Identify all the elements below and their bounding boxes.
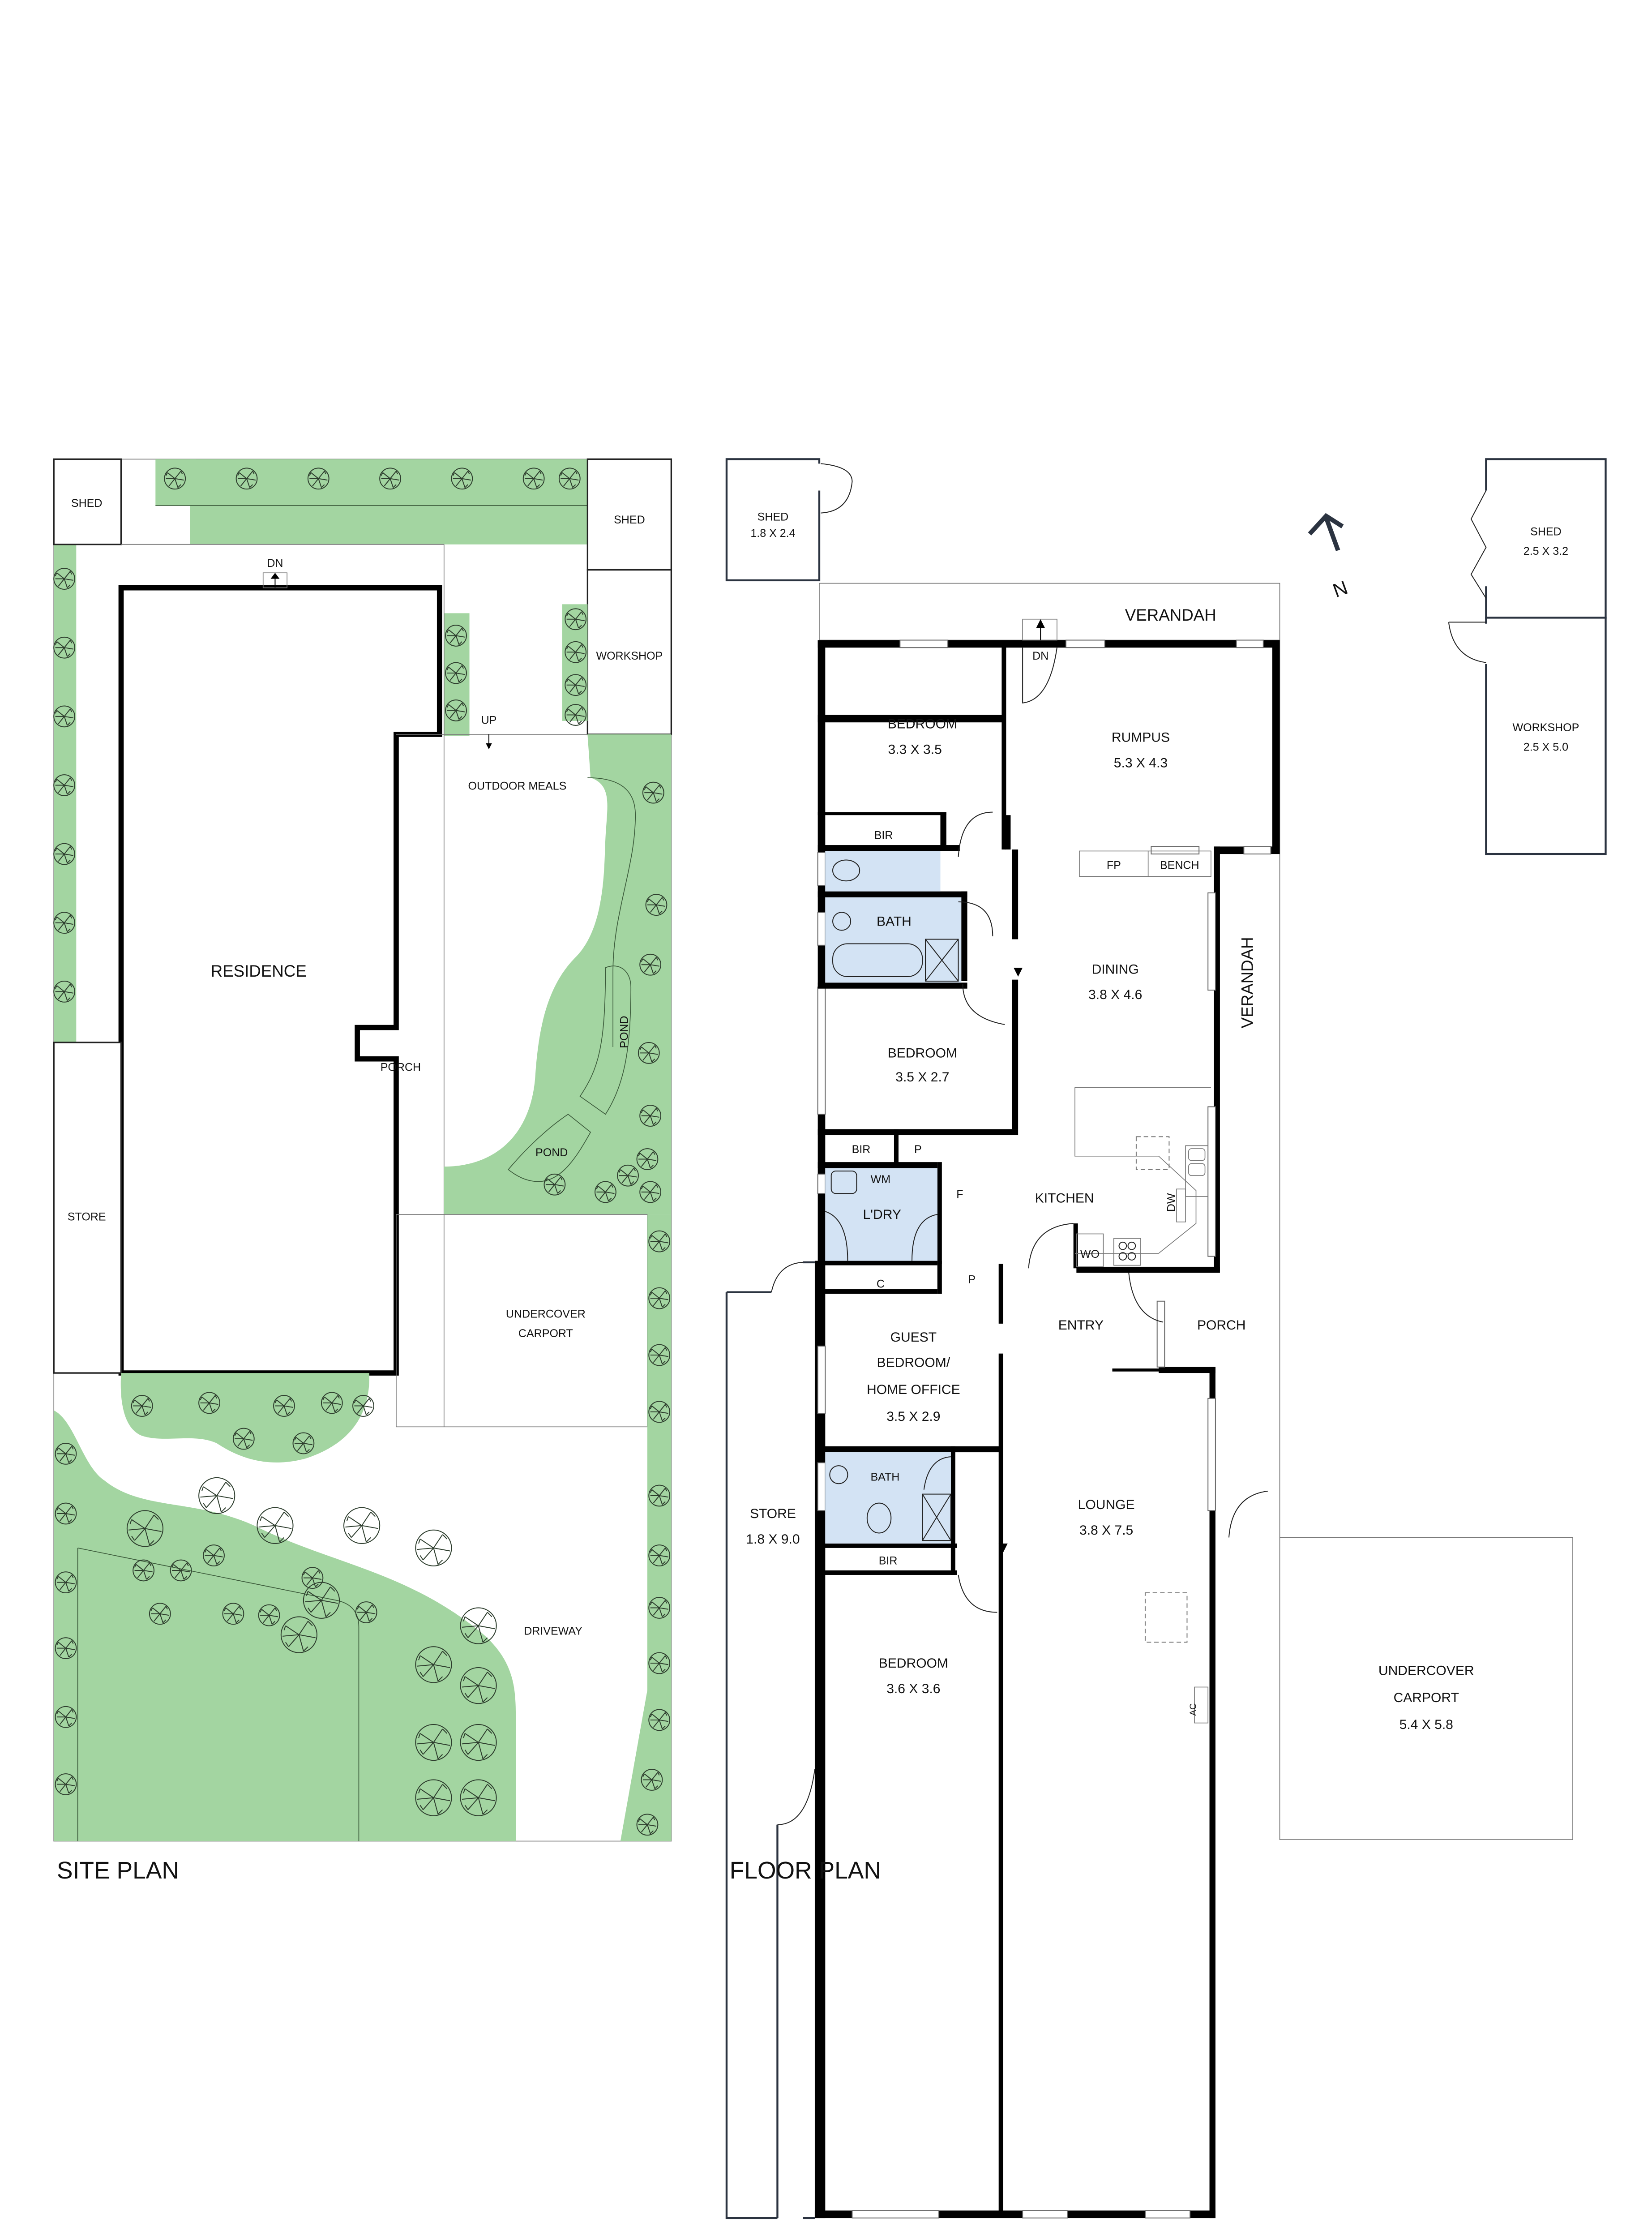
bir-1-label: BIR xyxy=(874,829,893,842)
site-workshop-label: WORKSHOP xyxy=(596,650,663,662)
site-plan: SHED SHED WORKSHOP RESIDENCE PORCH DN UP… xyxy=(53,458,672,1884)
bedroom-1-name: BEDROOM xyxy=(888,717,957,732)
site-shed-left-label: SHED xyxy=(71,497,103,510)
kitchen-bench xyxy=(1074,850,1211,1724)
entry-label: ENTRY xyxy=(1058,1318,1104,1333)
rumpus-size: 5.3 X 4.3 xyxy=(1114,755,1168,770)
top-lawn xyxy=(190,459,588,545)
carport xyxy=(1279,1537,1573,1840)
bath-1 xyxy=(825,897,962,983)
interior-walls xyxy=(817,640,1078,2214)
front-garden-bed xyxy=(120,1373,370,1463)
dining-name: DINING xyxy=(1092,962,1139,977)
site-porch-label: PORCH xyxy=(381,1061,421,1073)
bedroom-3-name: BEDROOM xyxy=(879,1656,948,1671)
guest-bedroom-line2: BEDROOM/ xyxy=(877,1355,950,1370)
bir-3-label: BIR xyxy=(879,1555,898,1567)
floor-plan-title: FLOOR PLAN xyxy=(730,1857,881,1884)
pond-2-label: POND xyxy=(535,1146,568,1159)
store-size: 1.8 X 9.0 xyxy=(746,1532,800,1547)
verandah-top-label: VERANDAH xyxy=(1125,606,1216,624)
north-label: N xyxy=(1330,577,1351,602)
guest-bedroom-line3: HOME OFFICE xyxy=(867,1382,960,1397)
workshop xyxy=(1485,617,1607,855)
dn-label: DN xyxy=(1032,650,1049,662)
fixture-icon xyxy=(829,859,959,1541)
bath-1-label: BATH xyxy=(877,914,912,929)
pond-1 xyxy=(579,965,632,1115)
lounge-name: LOUNGE xyxy=(1078,1497,1135,1512)
wc-1 xyxy=(825,851,941,892)
workshop-size: 2.5 X 5.0 xyxy=(1524,741,1568,754)
site-dn-label: DN xyxy=(267,557,283,570)
rear-lawn xyxy=(54,1410,516,1841)
site-carport-label-1: UNDERCOVER xyxy=(506,1308,586,1320)
site-plan-title: SITE PLAN xyxy=(57,1857,179,1884)
driveway-label: DRIVEWAY xyxy=(524,1625,582,1638)
dining-size: 3.8 X 4.6 xyxy=(1088,987,1142,1002)
laundry xyxy=(825,1168,937,1261)
bedroom-3-size: 3.6 X 3.6 xyxy=(886,1681,940,1696)
shed-small xyxy=(725,458,821,582)
porch-label: PORCH xyxy=(1197,1318,1246,1333)
lounge-size: 3.8 X 7.5 xyxy=(1079,1523,1133,1538)
verandah-side-label: VERANDAH xyxy=(1238,937,1256,1028)
bedroom-2-size: 3.5 X 2.7 xyxy=(895,1070,949,1085)
kitchen-label: KITCHEN xyxy=(1035,1191,1094,1205)
site-shed-right-label: SHED xyxy=(614,514,645,526)
outdoor-meals-label: OUTDOOR MEALS xyxy=(468,780,567,792)
bedroom-2-name: BEDROOM xyxy=(888,1046,957,1060)
site-workshop xyxy=(586,569,672,735)
residence-outline xyxy=(118,585,442,1376)
north-arrow-icon: N xyxy=(1308,513,1351,602)
bir-2-label: BIR xyxy=(852,1143,871,1156)
shed-right-name: SHED xyxy=(1530,526,1562,538)
shed-right-size: 2.5 X 3.2 xyxy=(1524,545,1568,558)
site-store-label: STORE xyxy=(68,1210,106,1223)
pond-1-label: POND xyxy=(618,1016,631,1048)
guest-bedroom-line1: GUEST xyxy=(890,1330,937,1345)
store-name: STORE xyxy=(750,1506,796,1521)
fridge-label: F xyxy=(956,1188,963,1201)
pond-2 xyxy=(508,1114,591,1182)
shed-small-size: 1.8 X 2.4 xyxy=(750,527,795,540)
cupboard-label: C xyxy=(877,1278,885,1291)
dw-label: DW xyxy=(1165,1193,1178,1212)
bath-2-label: BATH xyxy=(870,1471,899,1484)
residence-label: RESIDENCE xyxy=(211,962,307,980)
site-store xyxy=(53,1042,122,1374)
pantry-2-label: P xyxy=(968,1274,976,1286)
rumpus-name: RUMPUS xyxy=(1112,730,1170,745)
pantry-1-label: P xyxy=(914,1143,922,1156)
window-icon xyxy=(817,639,1271,2219)
carport-size: 5.4 X 5.8 xyxy=(1399,1717,1453,1732)
ac-label: AC xyxy=(1188,1703,1198,1716)
bath-2 xyxy=(825,1452,951,1544)
carport-line1: UNDERCOVER xyxy=(1378,1664,1474,1678)
site-shed-left xyxy=(53,458,122,545)
wm-label: WM xyxy=(871,1173,890,1186)
shed-right xyxy=(1485,458,1607,619)
right-lawn xyxy=(444,734,672,1215)
floor-plan: SHED 1.8 X 2.4 VERANDAH VERANDAH xyxy=(725,458,1607,2219)
site-up-label: UP xyxy=(481,714,497,727)
shed-small-name: SHED xyxy=(758,510,789,523)
bench-label: BENCH xyxy=(1160,859,1199,872)
bedroom-1-size: 3.3 X 3.5 xyxy=(888,742,942,757)
door-swing-icon xyxy=(771,618,1268,1825)
workshop-name: WORKSHOP xyxy=(1513,721,1579,734)
laundry-label: L'DRY xyxy=(863,1207,901,1222)
site-carport-label-2: CARPORT xyxy=(518,1327,573,1340)
carport-line2: CARPORT xyxy=(1394,1690,1459,1705)
fp-label: FP xyxy=(1107,859,1121,872)
guest-bedroom-size: 3.5 X 2.9 xyxy=(886,1409,940,1424)
wo-label: WO xyxy=(1080,1248,1100,1261)
